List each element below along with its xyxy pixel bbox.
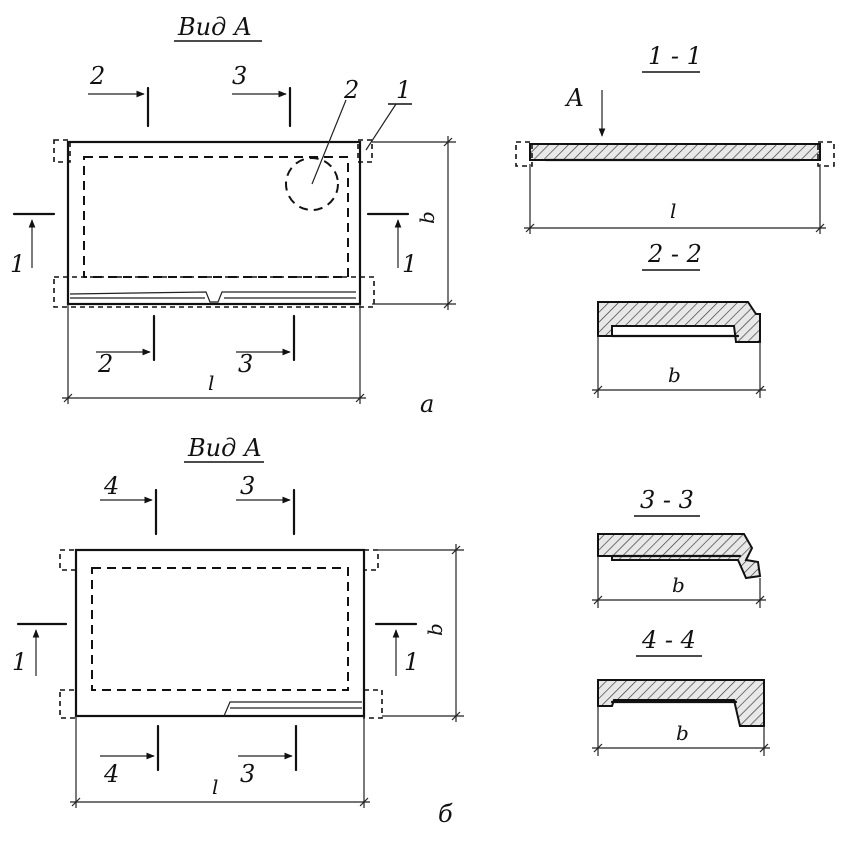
support-bottom-a [53,276,375,308]
variant-a-label: а [420,390,434,418]
section-3-3-title: 3 - 3 [640,486,694,514]
slab-section-4-4 [597,679,765,727]
plan-view-b: Вид А 4 3 4 3 1 1 l [12,434,464,828]
cut-3-top-label: 3 [232,62,247,90]
cut-3-bottom-label: 3 [238,350,253,378]
cut-4-bottom-label: 4 [103,760,119,788]
dim-l-b-label: l [212,775,218,799]
circle-hole-a [285,157,339,211]
support-br-b [363,689,383,719]
section-3-3: 3 - 3 b [592,486,766,608]
dim-l-section-label: l [670,199,676,223]
cut-2-top-label: 2 [89,62,105,90]
support-tl-a [53,139,71,163]
dim-b-b-label: b [423,623,447,636]
support-tr-b [363,549,379,571]
section-2-2-title: 2 - 2 [647,240,702,268]
cut-1-left-b-label: 1 [12,648,27,676]
section-1-1-title: 1 - 1 [648,42,702,70]
cut-4-top-label: 4 [103,472,119,500]
section-4-4: 4 - 4 b [592,626,770,756]
arrow-a-label: А [564,84,584,112]
cut-3-top-b-label: 3 [240,472,255,500]
callout-2-label: 2 [343,76,359,104]
dim-b-3-3-label: b [672,573,685,597]
callout-1-leader [365,103,397,151]
inner-opening-a [83,156,349,278]
dim-l-a-label: l [208,371,214,395]
edge-rib-a [69,291,356,303]
dim-b-2-2-label: b [668,363,681,387]
callout-1-label: 1 [396,76,411,104]
slab-outline-b [74,548,366,718]
cut-3-bottom-b-label: 3 [240,760,255,788]
cut-1-left-label: 1 [10,250,25,278]
edge-rib-b [223,701,362,717]
view-a-title-bottom: Вид А [187,434,262,462]
callout-2-leader [311,99,347,185]
slab-section-1-1 [529,143,821,161]
cut-2-bottom-label: 2 [97,350,113,378]
cut-1-right-b-label: 1 [404,648,419,676]
plan-view-a: Вид А 2 3 2 3 1 1 [10,13,456,418]
dim-b-a-label: b [415,211,439,224]
dim-b-4-4-label: b [676,721,689,745]
variant-b-label: б [438,800,453,828]
view-a-title-top: Вид А [177,13,252,41]
inner-opening-b [91,567,349,691]
section-4-4-title: 4 - 4 [641,626,696,654]
section-2-2: 2 - 2 b [592,240,766,398]
slab-section-2-2 [597,301,761,343]
cut-1-right-label: 1 [402,250,417,278]
support-tl-b [59,549,77,571]
section-1-1: 1 - 1 А l [515,42,835,234]
slab-outline-a [66,140,362,306]
support-bl-b [59,689,77,719]
